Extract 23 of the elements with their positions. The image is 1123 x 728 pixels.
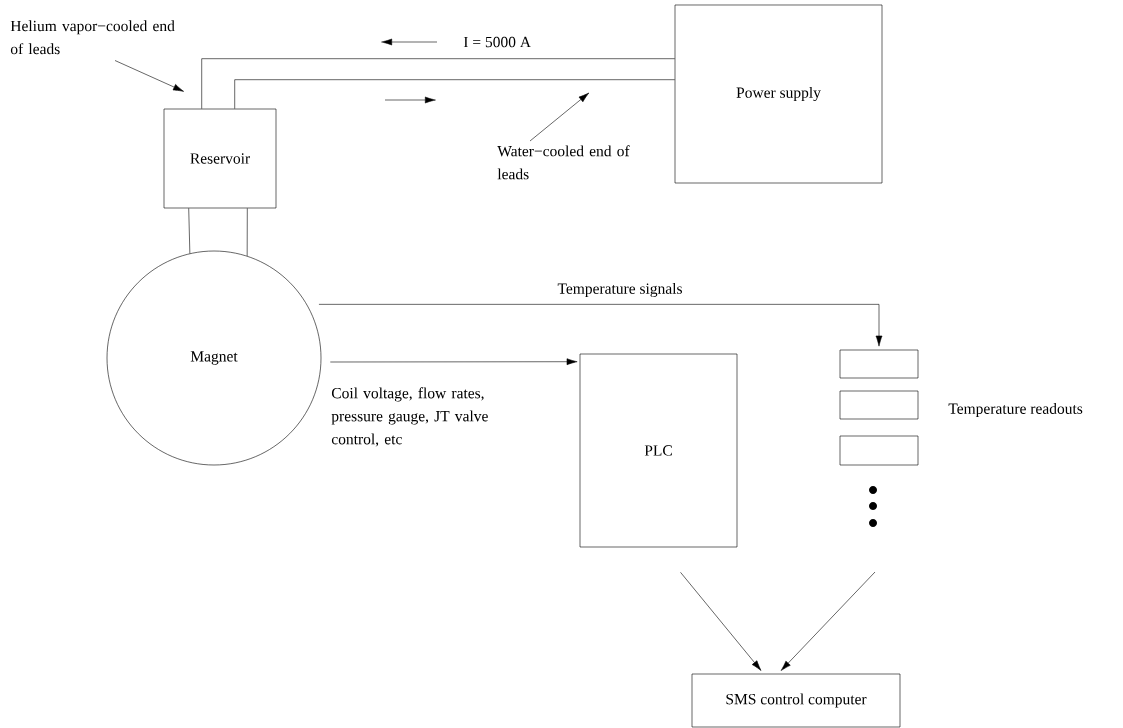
edge-label: Temperature signals xyxy=(557,282,682,298)
plc-box: PLC xyxy=(579,353,738,548)
readouts-label: Temperature readouts xyxy=(948,402,1083,418)
arrow xyxy=(318,304,883,347)
current-label: I = 5000 A xyxy=(463,36,531,48)
lead-wire xyxy=(201,58,675,109)
reservoir-box: Reservoir xyxy=(163,108,277,209)
leader-line xyxy=(114,60,184,92)
leader-text: Water−cooled end of leads xyxy=(497,145,630,180)
lead-wire xyxy=(234,79,675,109)
readout-box xyxy=(839,390,919,420)
leader-text: Helium vapor−cooled end of leads xyxy=(10,20,175,55)
arrow xyxy=(680,572,762,671)
arrow xyxy=(780,571,876,671)
computer-box: SMS control computer xyxy=(691,673,901,728)
power-supply-box: Power supply xyxy=(674,4,883,184)
leader-line xyxy=(529,92,590,142)
arrow xyxy=(330,358,578,366)
lead-wire xyxy=(188,208,191,254)
readout-box xyxy=(839,435,919,466)
readout-box xyxy=(839,349,919,379)
edge-label: Coil voltage, flow rates, pressure gauge, JT valve control, etc xyxy=(331,387,488,447)
lead-wire xyxy=(246,208,248,257)
